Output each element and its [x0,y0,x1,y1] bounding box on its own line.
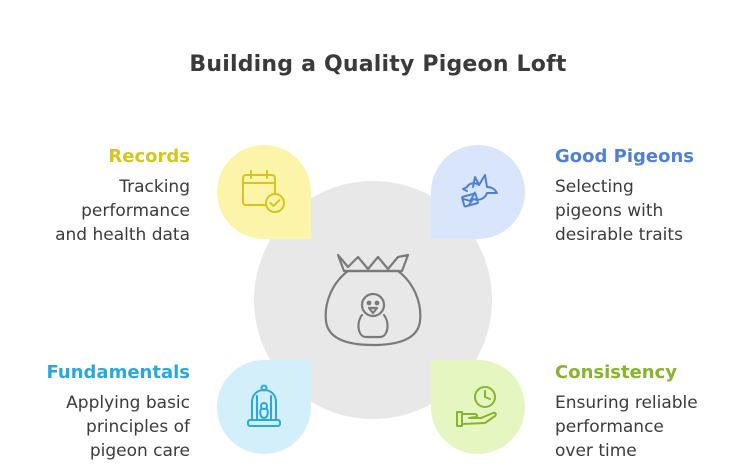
good-pigeons-line-2: pigeons with [555,201,664,221]
good-pigeons-block: Good Pigeons Selecting pigeons with desi… [555,146,745,247]
good-pigeons-line-1: Selecting [555,177,634,197]
bird-carrying-letter-icon [461,174,498,208]
records-line-1: Tracking [119,177,190,197]
fundamentals-block: Fundamentals Applying basic principles o… [0,362,190,463]
consistency-heading: Consistency [555,362,678,383]
calendar-check-icon [242,170,285,213]
fundamentals-petal [217,360,311,454]
records-heading: Records [108,146,190,167]
consistency-line-1: Ensuring reliable [555,393,698,413]
page-title: Building a Quality Pigeon Loft [189,52,567,77]
fundamentals-line-1: Applying basic [66,393,190,413]
fundamentals-line-3: pigeon care [89,441,190,461]
good-pigeons-petal [431,145,525,239]
records-line-2: performance [81,201,190,221]
fundamentals-line-2: principles of [86,417,190,437]
hand-clock-icon [456,386,497,427]
records-block: Records Tracking performance and health … [0,146,190,247]
consistency-line-3: over time [555,441,637,461]
fundamentals-description: Applying basic principles of pigeon care [0,391,190,463]
bird-cage-icon [247,384,281,427]
good-pigeons-line-3: desirable traits [555,225,683,245]
consistency-description: Ensuring reliable performance over time [555,391,745,463]
records-line-3: and health data [55,225,190,245]
records-description: Tracking performance and health data [0,175,190,247]
pigeon-money-bag-icon [324,253,422,347]
consistency-block: Consistency Ensuring reliable performanc… [555,362,745,463]
consistency-petal [431,360,525,454]
consistency-line-2: performance [555,417,664,437]
fundamentals-heading: Fundamentals [46,362,190,383]
good-pigeons-heading: Good Pigeons [555,146,695,167]
good-pigeons-description: Selecting pigeons with desirable traits [555,175,745,247]
records-petal [217,145,311,239]
